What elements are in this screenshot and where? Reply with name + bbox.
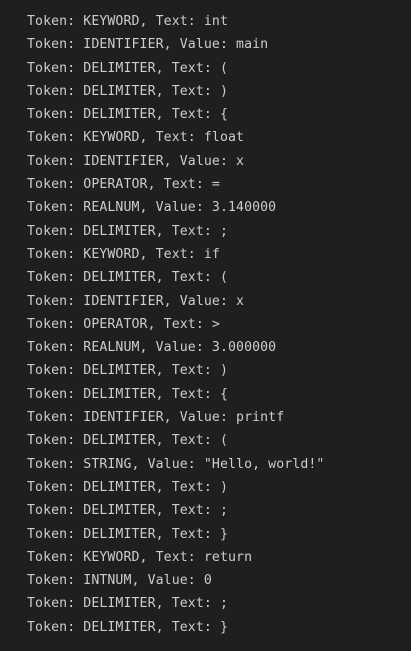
output-line: Token: INTNUM, Value: 0 xyxy=(27,573,212,589)
output-line: Token: DELIMITER, Text: { xyxy=(27,107,228,123)
output-line: Token: KEYWORD, Text: if xyxy=(27,246,220,262)
output-line: Token: DELIMITER, Text: ; xyxy=(27,596,228,612)
output-line: Token: OPERATOR, Text: = xyxy=(27,177,220,193)
output-line: Token: DELIMITER, Text: ) xyxy=(27,83,228,99)
output-line: Token: DELIMITER, Text: { xyxy=(27,386,228,402)
output-line: Token: DELIMITER, Text: ) xyxy=(27,479,228,495)
output-line: Token: REALNUM, Value: 3.000000 xyxy=(27,340,277,356)
output-line: Token: DELIMITER, Text: ( xyxy=(27,270,228,286)
output-line: Token: REALNUM, Value: 3.140000 xyxy=(27,200,277,216)
output-line: Token: DELIMITER, Text: ) xyxy=(27,363,228,379)
output-line: Token: DELIMITER, Text: } xyxy=(27,619,228,635)
output-line: Token: STRING, Value: "Hello, world!" xyxy=(27,456,325,472)
output-line: Token: DELIMITER, Text: ; xyxy=(27,503,228,519)
output-line: Token: DELIMITER, Text: } xyxy=(27,526,228,542)
output-line: Token: DELIMITER, Text: ; xyxy=(27,223,228,239)
output-line: Token: DELIMITER, Text: ( xyxy=(27,60,228,76)
output-line: Token: KEYWORD, Text: int xyxy=(27,14,228,29)
output-line: Token: KEYWORD, Text: float xyxy=(27,130,245,146)
output-line: Token: OPERATOR, Text: > xyxy=(27,316,220,332)
output-line: Token: IDENTIFIER, Value: main xyxy=(27,37,269,53)
output-line: Token: IDENTIFIER, Value: x xyxy=(27,293,245,309)
output-line: Token: DELIMITER, Text: ( xyxy=(27,433,228,449)
output-line: Token: IDENTIFIER, Value: printf xyxy=(27,410,285,426)
output-line: Token: IDENTIFIER, Value: x xyxy=(27,153,245,169)
output-line: Token: KEYWORD, Text: return xyxy=(27,549,253,565)
